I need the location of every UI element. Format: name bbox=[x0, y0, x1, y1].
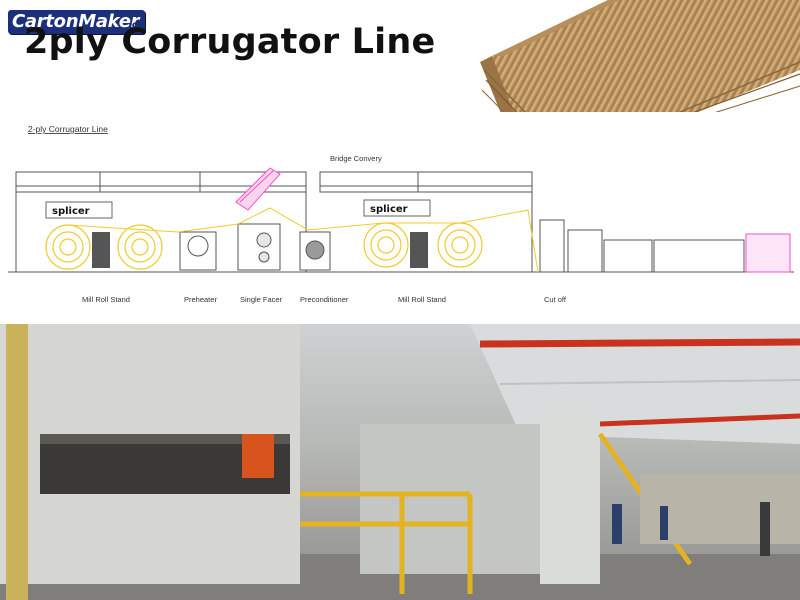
middle-machines bbox=[179, 223, 331, 271]
brand-logo-suffix: .cn bbox=[128, 20, 145, 31]
diagram-title: 2-ply Corrugator Line bbox=[28, 124, 108, 134]
station-label-cut-off: Cut off bbox=[544, 295, 567, 304]
brand-logo: CartonMaker .cn bbox=[8, 10, 146, 36]
station-label-mill-roll-stand-1: Mill Roll Stand bbox=[82, 295, 130, 304]
brand-logo-text: CartonMaker bbox=[8, 10, 146, 34]
mill-roll-stands bbox=[92, 232, 428, 268]
station-label-single-facer: Single Facer bbox=[240, 295, 283, 304]
splicer-label-2: splicer bbox=[370, 204, 408, 215]
corrugator-line-diagram: 2-ply Corrugator Line Bridge Convery spl… bbox=[8, 112, 794, 324]
station-label-preheater: Preheater bbox=[184, 295, 217, 304]
factory-photo bbox=[0, 324, 800, 600]
splicer-label-1: splicer bbox=[52, 206, 90, 217]
station-label-preconditioner: Preconditioner bbox=[300, 295, 349, 304]
bridge-label: Bridge Convery bbox=[330, 154, 382, 163]
page-title: 2ply Corrugator Line bbox=[24, 22, 436, 62]
inclined-conveyor bbox=[235, 167, 281, 211]
cut-off-section bbox=[539, 219, 791, 273]
mill-roll-stand-1-rolls bbox=[45, 224, 163, 270]
station-label-mill-roll-stand-2: Mill Roll Stand bbox=[398, 295, 446, 304]
